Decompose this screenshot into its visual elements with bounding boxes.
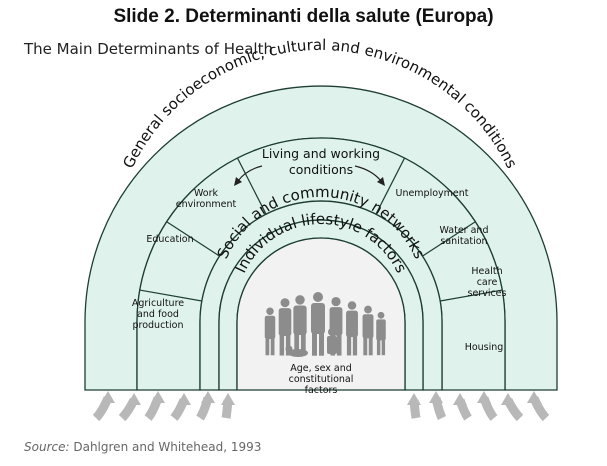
people-silhouettes bbox=[264, 292, 386, 357]
source-prefix: Source: bbox=[24, 440, 70, 454]
person-silhouette bbox=[376, 311, 386, 356]
right-arrow-head-icon bbox=[377, 177, 385, 186]
influence-arrow-head-icon bbox=[201, 391, 215, 403]
slide-title: Slide 2. Determinanti della salute (Euro… bbox=[113, 6, 494, 27]
person-silhouette bbox=[346, 301, 358, 356]
label-line: Education bbox=[146, 234, 193, 245]
influence-arrow-head-icon bbox=[101, 391, 115, 403]
dog-silhouette bbox=[285, 345, 308, 357]
left-arrow-head-icon bbox=[234, 177, 242, 186]
influence-arrow-head-icon bbox=[527, 391, 541, 403]
label-line: sanitation bbox=[440, 236, 487, 247]
sector-label: Housing bbox=[465, 342, 504, 353]
label-line: Water and bbox=[440, 225, 489, 236]
left-curved-arrow bbox=[237, 165, 263, 182]
influence-arrow-head-icon bbox=[477, 391, 491, 403]
person-silhouette bbox=[278, 298, 292, 356]
label-line: Work bbox=[194, 188, 219, 199]
label-line: Agriculture bbox=[132, 298, 184, 309]
influence-arrow-head-icon bbox=[127, 393, 141, 405]
label-line: factors bbox=[305, 385, 338, 396]
label-line: and food bbox=[137, 309, 179, 320]
label-line: conditions bbox=[289, 162, 353, 177]
left-influence-arrows bbox=[92, 391, 235, 422]
influence-arrow-head-icon bbox=[429, 391, 443, 403]
influence-arrow-head-icon bbox=[151, 391, 165, 403]
person-silhouette bbox=[293, 295, 307, 356]
influence-arrow-head-icon bbox=[453, 393, 467, 405]
person-silhouette bbox=[264, 307, 276, 356]
label-line: Age, sex and bbox=[290, 363, 352, 374]
sector-label: Unemployment bbox=[395, 188, 468, 199]
label-line: Living and working bbox=[262, 146, 380, 161]
influence-arrow-head-icon bbox=[501, 393, 515, 405]
right-influence-arrows bbox=[407, 391, 550, 422]
label-line: Health bbox=[471, 266, 502, 277]
sector-divider bbox=[375, 157, 406, 215]
influence-arrow-head-icon bbox=[407, 393, 421, 405]
label-line: constitutional bbox=[289, 374, 354, 385]
sector-divider bbox=[236, 157, 267, 215]
person-silhouette bbox=[362, 305, 374, 356]
label-line: services bbox=[468, 288, 507, 299]
label-line: production bbox=[132, 320, 183, 331]
child-silhouette bbox=[327, 328, 337, 354]
source-citation: Source: Dahlgren and Whitehead, 1993 bbox=[24, 440, 261, 454]
sector-divider bbox=[440, 289, 503, 302]
label-line: Housing bbox=[465, 342, 504, 353]
sector-divider bbox=[139, 289, 202, 302]
right-curved-arrow bbox=[354, 165, 382, 182]
sector-label: Education bbox=[146, 234, 193, 245]
sector-divider bbox=[166, 221, 220, 257]
person-silhouette bbox=[311, 292, 325, 356]
diagram-subtitle: The Main Determinants of Health bbox=[24, 40, 273, 58]
label-line: Unemployment bbox=[395, 188, 468, 199]
influence-arrow-head-icon bbox=[177, 393, 191, 405]
label-line: care bbox=[477, 277, 498, 288]
influence-arrow-head-icon bbox=[221, 393, 235, 405]
source-text: Dahlgren and Whitehead, 1993 bbox=[73, 440, 262, 454]
sector-dividers bbox=[139, 157, 503, 302]
sector-divider bbox=[422, 221, 476, 257]
label-line: environment bbox=[176, 199, 237, 210]
